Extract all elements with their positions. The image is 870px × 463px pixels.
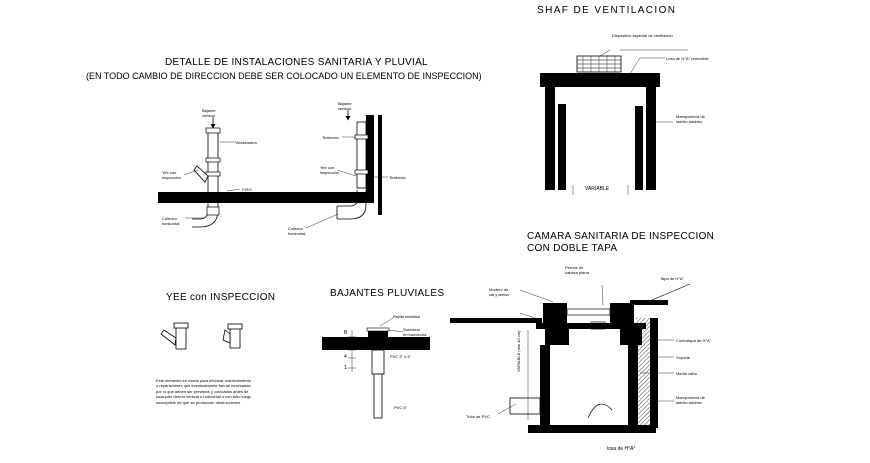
bajantes-drawing xyxy=(322,317,430,419)
camara-losa-label: losa de H°A° xyxy=(607,446,636,452)
contratapa-label: Contratapa de H°A° xyxy=(676,338,712,343)
right-colector-label: Colector horizontal xyxy=(288,226,306,236)
camara-title-line2: CON DOBLE TAPA xyxy=(527,243,618,254)
sumidero-label: Sumidero en banderola xyxy=(403,327,427,337)
dim-mark: 4 xyxy=(344,354,347,360)
yee-note-line: Este elemento es usado para efectuar man… xyxy=(156,378,251,383)
main-title: DETALLE DE INSTALACIONES SANITARIA Y PLU… xyxy=(165,57,428,68)
yee-note-line: o reparaciones que eventualmente fueran … xyxy=(156,383,252,389)
left-colector-label: Colector horizontal xyxy=(162,216,180,226)
main-subtitle: (EN TODO CAMBIO DE DIRECCION DEBE SER CO… xyxy=(86,71,482,81)
rejilla-label: Rejilla metálica xyxy=(393,314,420,319)
left-piso-label: PISO xyxy=(242,187,252,192)
dim-mark: 4 xyxy=(344,346,347,352)
soporte-label: Soporte xyxy=(676,355,691,360)
left-bajante-label: Bajante vertical xyxy=(202,108,216,118)
media-cana-label: Media caña xyxy=(676,371,697,376)
right-tirafondo2-label: Tirafondo xyxy=(389,175,406,180)
camara-title-line1: CAMARA SANITARIA DE INSPECCION xyxy=(527,231,715,242)
shaft-drawing xyxy=(540,49,688,195)
dispositivo-label: Dispositivo especial de ventilación xyxy=(612,33,673,38)
detail-right-drawing xyxy=(268,110,388,229)
tapa-label: Tapa de H°A° xyxy=(660,276,685,281)
dim-mark: 1 xyxy=(344,365,347,371)
shaft-losa-label: Losa de H°A° removible xyxy=(666,56,709,61)
shaft-variable-label: VARIABLE xyxy=(585,186,610,192)
shaft-title: SHAF DE VENTILACION xyxy=(537,5,677,16)
yee-note: Este elemento es usado para efectuar man… xyxy=(156,378,288,405)
camara-variable-label: VARIABLE (min 40 cm) xyxy=(516,330,521,373)
right-tirafondo-label: Tirafondo xyxy=(322,135,339,140)
yee-note-line: susceptible de que se produzcan obstrucc… xyxy=(156,399,241,405)
bajantes-title: BAJANTES PLUVIALES xyxy=(330,288,445,299)
camara-mamposteria-label: Mampostería de ladrillo adobito xyxy=(676,395,705,405)
mortero-label: Mortero de cal y arena xyxy=(489,287,509,297)
yee-title: YEE con INSPECCION xyxy=(166,292,276,303)
detail-left-drawing xyxy=(158,117,274,228)
right-yee-label: Yee con inspección xyxy=(320,165,339,175)
pvc-bottom-label: PVC 4" xyxy=(394,405,407,410)
left-abrazadera-label: Abrazadera xyxy=(236,140,257,145)
pvc-top-label: PVC 3" ó 4" xyxy=(390,354,412,359)
yee-note-line: cualquier desvío vertical u horizontal o… xyxy=(156,394,252,400)
left-yee-label: Yee con inspección xyxy=(162,170,181,180)
yee-drawing xyxy=(160,322,243,350)
shaft-mamposteria-label: Mampostería de ladrillo adobito xyxy=(676,114,705,124)
tubo-pvc-label: Tubo de PVC xyxy=(466,414,490,419)
right-bajante-label: Bajante vertical xyxy=(338,101,352,111)
pernos-label: Pernos de cabeza plana xyxy=(565,265,589,275)
camara-drawing xyxy=(450,283,691,433)
yee-note-line: por lo que deben ser previstos y colocad… xyxy=(156,388,249,394)
dim-mark: B xyxy=(344,330,348,336)
